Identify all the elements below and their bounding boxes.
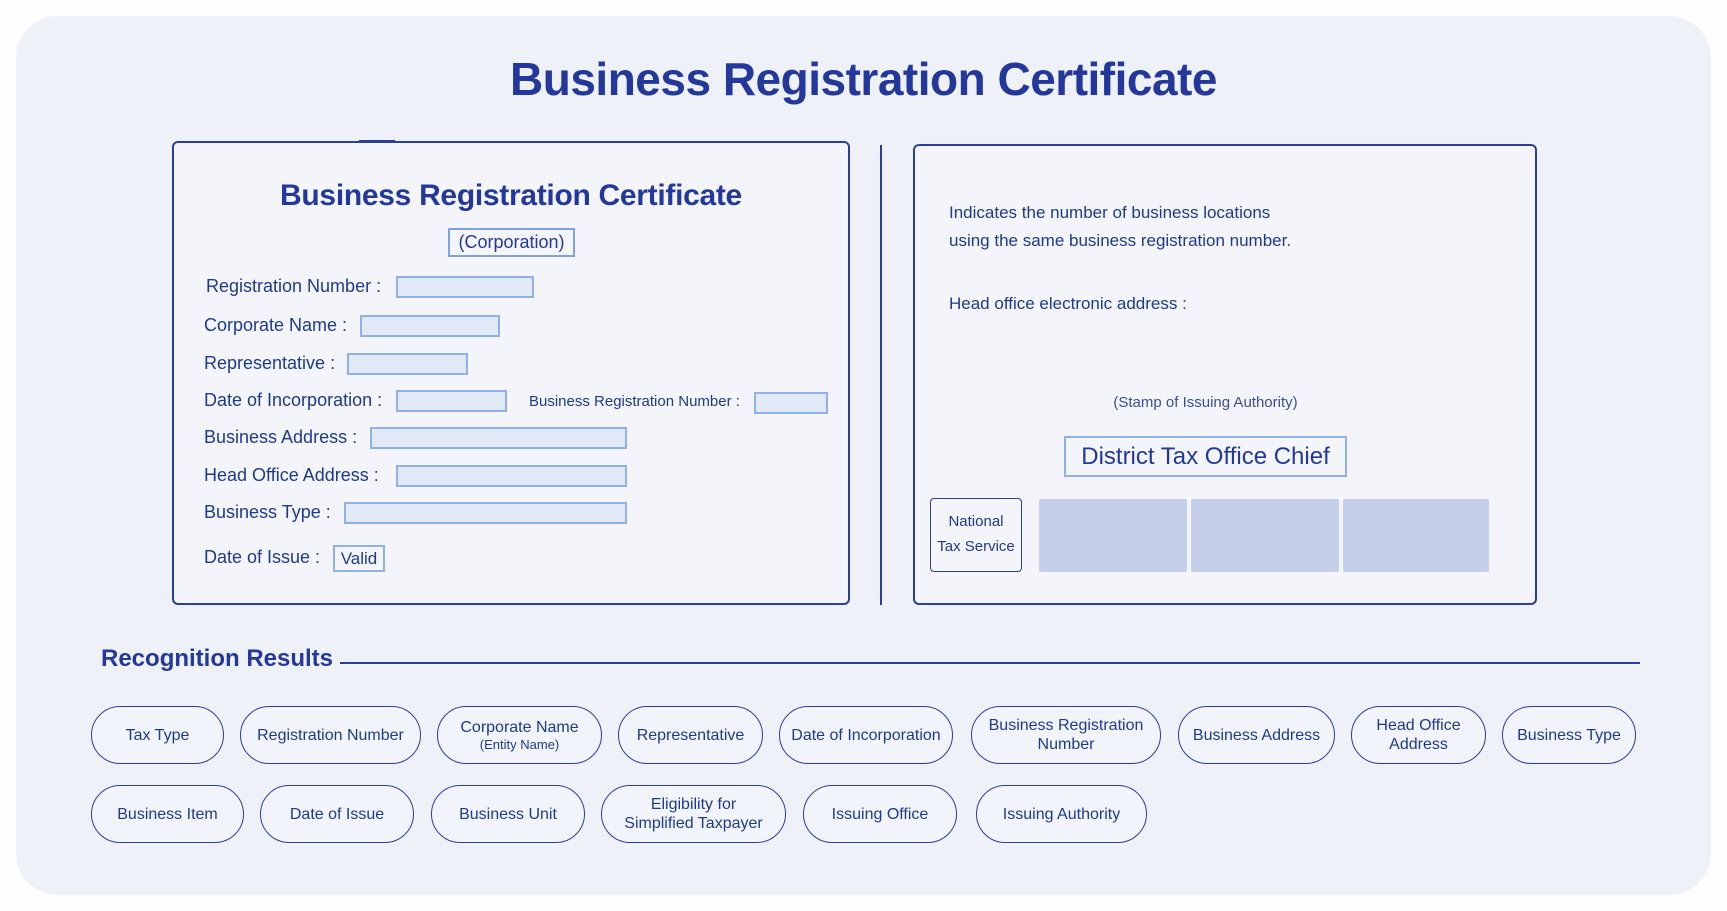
chip-label: Date of Issue [289,805,385,823]
nts-line2: Tax Service [937,538,1015,555]
panel-divider [880,145,882,605]
chip-label-line2: Address [1389,736,1448,753]
business-registration-number-label: Business Registration Number : [529,393,740,410]
chip-label: Head Office [1376,717,1461,734]
business-registration-number-field [754,392,828,414]
chip-label: Issuing Office [831,805,929,823]
registration-number-field [396,276,534,298]
national-tax-service-box: National Tax Service [930,498,1022,572]
chip-tax-type[interactable]: Tax Type [91,706,224,764]
chip-head-office-address[interactable]: Head Office Address [1351,706,1486,764]
chip-label: Business Type [1517,726,1621,744]
chip-label: Registration Number [257,726,404,744]
chip-label: Eligibility for [650,796,737,813]
chip-label: Business Address [1192,726,1321,744]
district-tax-office-chief: District Tax Office Chief [1064,436,1347,477]
chip-representative[interactable]: Representative [618,706,763,764]
chip-label: Tax Type [125,726,190,744]
business-type-label: Business Type : [204,502,331,522]
chip-label: Business Item [117,805,218,823]
certificate-title: Business Registration Certificate [280,179,742,212]
chip-label: Issuing Authority [1002,805,1121,823]
page-title: Business Registration Certificate [510,53,1217,105]
chip-label: Representative [636,726,745,744]
business-address-field [370,427,627,449]
corporate-name-field [360,315,500,337]
certificate-front-panel: Business Registration Certificate (Corpo… [172,140,850,605]
chip-label: Business Registration [988,717,1144,734]
chip-label-line2: Simplified Taxpayer [624,815,763,832]
chip-business-address[interactable]: Business Address [1178,706,1335,764]
chip-business-unit[interactable]: Business Unit [431,785,585,843]
chip-label: Date of Incorporation [791,726,941,744]
business-locations-note-line1: Indicates the number of business locatio… [949,203,1271,222]
chip-date-of-issue[interactable]: Date of Issue [260,785,414,843]
registration-number-label: Registration Number : [206,276,382,296]
panel-tab-mark [359,140,395,143]
corporation-type-box: (Corporation) [448,228,575,257]
date-of-issue-value: Valid [333,545,385,572]
date-of-incorporation-label: Date of Incorporation : [204,390,383,410]
chip-issuing-office[interactable]: Issuing Office [803,785,957,843]
nts-line1: National [948,513,1004,530]
head-office-address-label: Head Office Address : [204,465,379,485]
date-of-issue-label: Date of Issue : [204,547,321,567]
business-locations-note-line2: using the same business registration num… [949,231,1292,250]
business-address-label: Business Address : [204,427,358,447]
seal-cell-2 [1191,499,1339,572]
chip-business-item[interactable]: Business Item [91,785,244,843]
recognition-results-rule [340,662,1640,664]
seal-cell-1 [1039,499,1187,572]
corporate-name-label: Corporate Name : [204,315,348,335]
chip-corporate-name[interactable]: Corporate Name (Entity Name) [437,706,602,764]
certificate-back-panel: Indicates the number of business locatio… [913,144,1537,605]
business-type-field [344,502,627,524]
chip-issuing-authority[interactable]: Issuing Authority [976,785,1147,843]
chip-label: Business Unit [459,805,557,823]
chip-simplified-taxpayer-eligibility[interactable]: Eligibility for Simplified Taxpayer [601,785,786,843]
date-of-incorporation-field [396,390,507,412]
head-office-address-field [396,465,627,487]
stamp-note: (Stamp of Issuing Authority) [1113,394,1298,411]
chip-sublabel: (Entity Name) [479,736,560,752]
seal-cell-3 [1343,499,1489,572]
chip-label-line2: Number [1037,736,1095,753]
representative-label: Representative : [204,353,336,373]
electronic-address-label: Head office electronic address : [949,294,1187,313]
chip-business-registration-number[interactable]: Business Registration Number [971,706,1161,764]
representative-field [347,353,468,375]
chip-label: Corporate Name [460,718,579,736]
chip-business-type[interactable]: Business Type [1502,706,1636,764]
chip-date-of-incorporation[interactable]: Date of Incorporation [779,706,953,764]
chip-registration-number[interactable]: Registration Number [240,706,421,764]
recognition-results-title: Recognition Results [101,645,334,672]
